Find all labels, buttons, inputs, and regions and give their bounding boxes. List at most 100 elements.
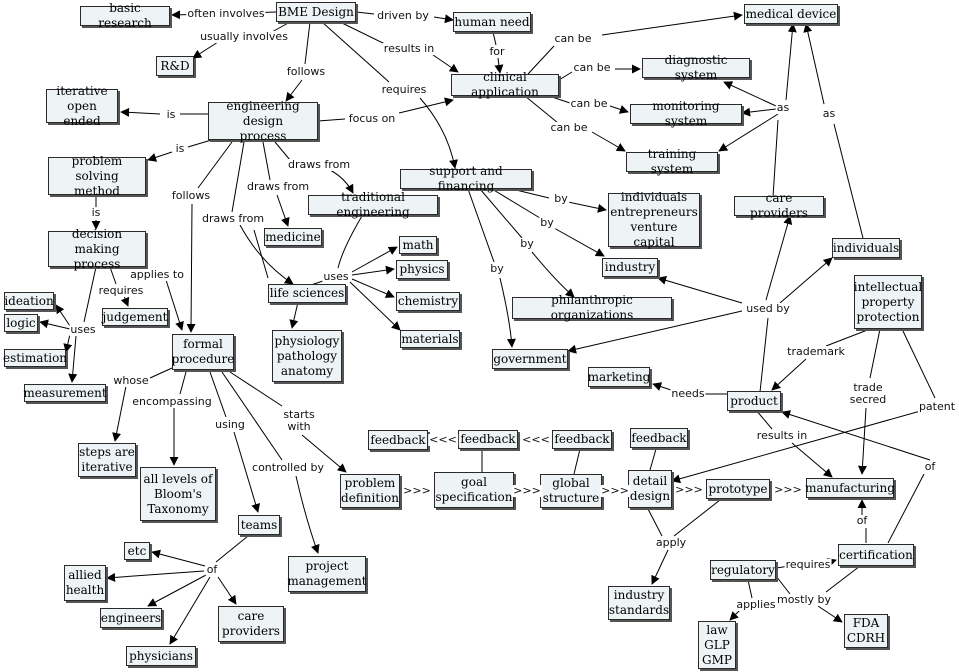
node-chemistry[interactable]: chemistry [396, 292, 460, 311]
label-can-be-3: can be [569, 97, 609, 110]
edge-formal-ctrl [221, 371, 283, 461]
node-judgement[interactable]: judgement [102, 308, 168, 326]
edge-product-usedby [759, 317, 769, 393]
node-basic-research[interactable]: basic research [80, 1, 170, 30]
node-support-and-financing[interactable]: support and financing [400, 164, 532, 193]
edge-uses-math [351, 246, 398, 273]
node-feedback-1[interactable]: feedback [368, 430, 428, 450]
node-rd[interactable]: R&D [156, 56, 194, 76]
node-materials[interactable]: materials [400, 330, 460, 348]
node-fda-cdrh[interactable]: FDA CDRH [844, 614, 888, 648]
node-philanthropic-organizations[interactable]: philanthropic organizations [512, 293, 672, 322]
node-estimation[interactable]: estimation [3, 349, 67, 367]
edge-is1-iter [120, 107, 161, 117]
node-bme-design[interactable]: BME Design [276, 2, 356, 22]
node-care-providers-bottom[interactable]: care providers [218, 606, 284, 642]
edge-uses-ideation [55, 304, 71, 327]
node-government[interactable]: government [492, 349, 568, 369]
edge-product-results [755, 409, 773, 430]
label-by-1: by [553, 192, 569, 205]
label-used-by: used by [745, 302, 791, 315]
edge-uses-logic [39, 319, 71, 330]
node-diagnostic-system[interactable]: diagnostic system [642, 53, 750, 82]
node-manufacturing[interactable]: manufacturing [805, 478, 895, 498]
edge-bme-requires [321, 21, 390, 83]
edge-sup-by1 [511, 188, 550, 199]
node-industry[interactable]: industry [602, 258, 658, 277]
label-of-3: of [205, 563, 219, 576]
node-law-glp-gmp[interactable]: law GLP GMP [698, 621, 736, 669]
node-physiology-pathology-anatomy[interactable]: physiology pathology anatomy [272, 330, 342, 382]
node-industry-standards[interactable]: industry standards [608, 586, 670, 620]
edge-needs-marketing [652, 382, 672, 391]
node-problem-solving-method[interactable]: problem solving method [48, 154, 146, 198]
node-traditional-engineering[interactable]: traditional engineering [308, 190, 438, 219]
node-life-sciences[interactable]: life sciences [268, 284, 346, 303]
node-feedback-3[interactable]: feedback [552, 430, 612, 449]
node-physicians[interactable]: physicians [126, 646, 196, 666]
node-medical-device[interactable]: medical device [744, 4, 838, 24]
label-controlled-by: controlled by [251, 461, 325, 474]
node-problem-definition[interactable]: problem definition [340, 474, 400, 508]
node-iterative-open-ended[interactable]: iterative open ended [46, 84, 118, 128]
node-etc[interactable]: etc [124, 542, 150, 560]
node-marketing[interactable]: marketing [588, 367, 650, 387]
label-arrow-fwd-1: >>> [402, 484, 432, 497]
node-detail-design[interactable]: detail design [628, 470, 672, 508]
node-goal-specification[interactable]: goal specification [434, 472, 514, 508]
edge-draws2-med [276, 194, 290, 227]
node-steps-are-iterative[interactable]: steps are iterative [78, 443, 136, 477]
node-engineering-design-process[interactable]: engineering design process [208, 99, 318, 143]
node-regulatory[interactable]: regulatory [710, 560, 776, 580]
edge-as2-medical [803, 23, 825, 105]
node-training-system[interactable]: training system [626, 147, 718, 176]
edge-detail-apply [647, 508, 663, 537]
node-prototype[interactable]: prototype [706, 479, 770, 499]
label-uses-1: uses [322, 270, 350, 283]
node-care-providers-top[interactable]: care providers [734, 191, 824, 220]
node-feedback-4[interactable]: feedback [630, 428, 688, 448]
node-product[interactable]: product [727, 391, 781, 411]
node-measurement[interactable]: measurement [23, 384, 107, 402]
node-teams[interactable]: teams [238, 515, 280, 535]
node-physics[interactable]: physics [396, 260, 448, 279]
label-encompassing: encompassing [131, 395, 213, 408]
node-math[interactable]: math [399, 236, 437, 254]
node-decision-making-process[interactable]: decision making process [48, 227, 146, 271]
label-is-3: is [90, 206, 102, 219]
edge-care-as [772, 119, 779, 198]
edge-follows2-formal [186, 203, 196, 333]
node-global-structure[interactable]: global structure [540, 474, 602, 508]
edge-life-phys [289, 301, 299, 329]
edge-usedby-gov [567, 310, 743, 354]
label-by-4: by [489, 262, 505, 275]
node-monitoring-system[interactable]: monitoring system [630, 99, 742, 128]
edge-requires-support [419, 97, 458, 169]
node-blooms-taxonomy[interactable]: all levels of Bloom's Taxonomy [140, 467, 216, 521]
node-allied-health[interactable]: allied health [64, 565, 106, 601]
node-individuals-entrepreneurs[interactable]: individuals entrepreneurs venture capita… [608, 190, 700, 249]
node-formal-procedure[interactable]: formal procedure [172, 334, 234, 370]
edge-canbe1-medical [601, 11, 743, 36]
label-results-in-1: results in [382, 42, 436, 55]
node-feedback-2[interactable]: feedback [458, 430, 518, 449]
label-draws-from-3: draws from [200, 212, 266, 225]
node-medicine[interactable]: medicine [264, 228, 322, 246]
label-uses-2: uses [69, 323, 97, 336]
node-certification[interactable]: certification [838, 544, 914, 566]
node-intellectual-property-protection[interactable]: intellectual property protection [854, 275, 922, 329]
node-project-management[interactable]: project management [287, 556, 367, 592]
label-arrow-fwd-5: >>> [773, 483, 803, 496]
node-ideation[interactable]: ideation [4, 292, 54, 310]
node-clinical-application[interactable]: clinical application [451, 70, 559, 99]
edge-follows-edp [285, 79, 303, 102]
label-mostly-by: mostly by [775, 593, 833, 606]
node-individuals[interactable]: individuals [832, 238, 900, 258]
node-engineers[interactable]: engineers [100, 608, 162, 628]
node-human-need[interactable]: human need [453, 12, 531, 32]
label-can-be-4: can be [549, 121, 589, 134]
edge-clin-canbe1 [527, 45, 555, 75]
edge-bme-follows [304, 21, 311, 65]
node-logic[interactable]: logic [4, 314, 38, 332]
